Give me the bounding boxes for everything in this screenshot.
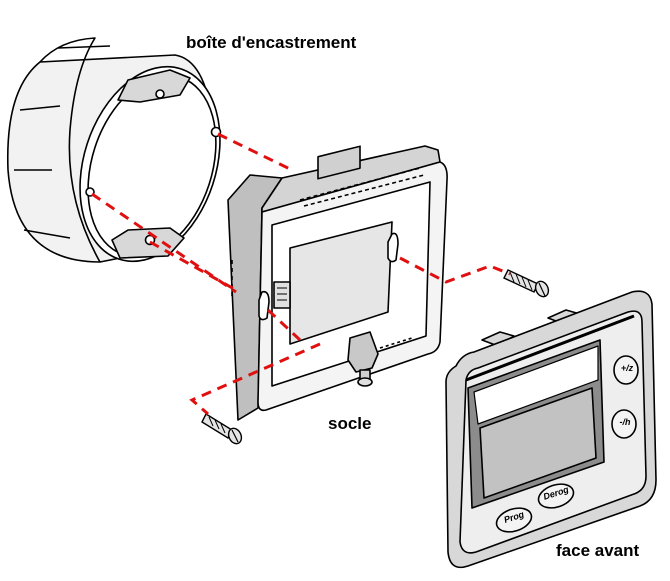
leader-box-top-to-base [217,132,293,172]
base-plate [227,145,448,421]
leader-keyhole-to-box [266,308,302,342]
mounting-box-screw-hole-top [155,89,165,99]
base-clip [347,331,379,373]
label-front-panel: face avant [556,541,640,560]
leader-base-to-lower-screw [189,342,321,416]
base-connector [273,281,291,309]
front-panel-display [479,387,597,499]
derog-button [537,483,575,509]
plus-z-button-label: +/z [620,363,634,373]
minus-h-button [611,409,637,439]
mounting-box-tab-top [117,69,191,103]
base-opening [289,221,393,345]
label-base: socle [328,414,372,433]
screw-upper-right [503,269,550,298]
base-keyhole-right [387,232,399,263]
plus-z-button [613,355,639,385]
base-bottom-screw [357,369,373,387]
prog-button [495,507,533,533]
assembly-leader-lines [91,132,511,416]
label-mounting-box: boîte d'encastrement [186,33,357,52]
screw-lower-left [201,413,243,445]
base-keyhole-left [258,290,270,321]
front-panel [445,290,657,569]
leader-base-to-upper-screw [399,256,511,284]
mounting-box [6,37,222,263]
base-terminal-block [317,145,361,180]
mounting-box-rim-back [39,37,101,263]
minus-h-button-label: -/h [619,417,631,427]
